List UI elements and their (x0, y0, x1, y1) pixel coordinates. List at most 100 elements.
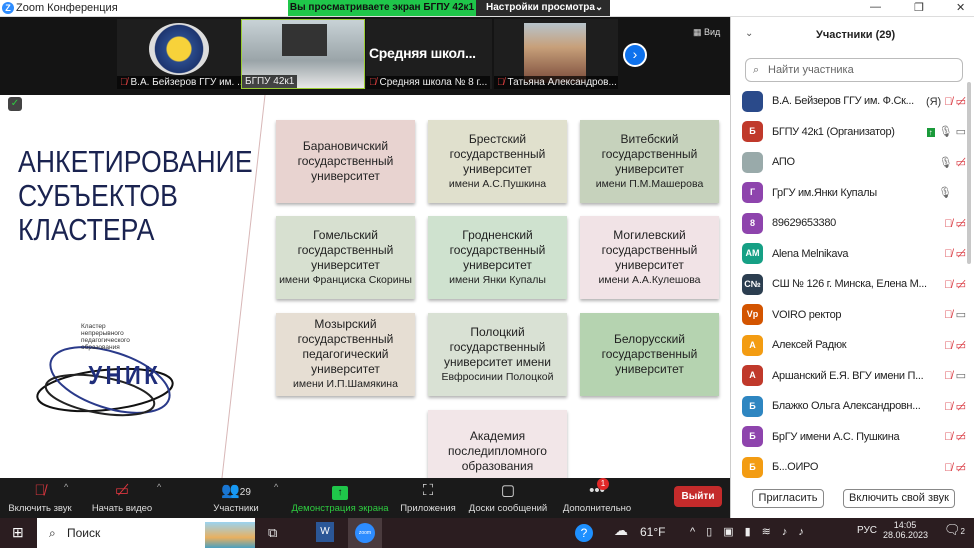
mic-muted-icon[interactable]: 🎙̸ (944, 461, 953, 474)
start-video-button[interactable]: ▭̸Начать видео (70, 478, 174, 518)
video-off-icon[interactable]: ▭̸ (952, 156, 966, 169)
close-icon[interactable]: ✕ (956, 2, 966, 14)
participant-name: ГрГУ им.Янки Купалы (772, 186, 877, 199)
card-subline: имени А.А.Кулешова (598, 273, 701, 286)
video-off-icon[interactable]: ▭̸ (952, 339, 966, 352)
card-line: Витебский (620, 131, 679, 146)
tray-icons[interactable]: ^▯▣▮≋♪♪ (690, 526, 815, 538)
video-off-icon[interactable]: ▭̸ (952, 278, 966, 291)
card-line: университет (615, 161, 684, 176)
card-line: Могилевский (613, 227, 686, 242)
participant-name: СШ № 126 г. Минска, Елена М... (772, 278, 927, 290)
mic-muted-icon[interactable]: 🎙̸ (944, 400, 953, 413)
grid-icon: ▦ (693, 27, 702, 37)
mic-muted-icon[interactable]: 🎙̸ (944, 95, 953, 108)
mic-muted-icon[interactable]: 🎙̸ (944, 248, 953, 260)
windows-start-icon[interactable]: ⊞ (12, 524, 24, 540)
mic-muted-icon[interactable]: 🎙̸ (944, 339, 953, 352)
collapse-chevron-icon[interactable]: ⌄ (745, 28, 754, 39)
video-off-icon: ▭̸ (114, 482, 130, 499)
weather-cloud-icon: ☁ (614, 522, 628, 538)
participants-label: Участники (213, 503, 259, 514)
mic-icon[interactable]: 🎙 (938, 156, 953, 169)
word-app-icon[interactable]: W (316, 522, 334, 542)
share-screen-button[interactable]: ↑Демонстрация экрана (288, 478, 392, 518)
video-tile[interactable]: 🎙̸Татьяна Александров... (494, 19, 618, 89)
self-tag: (Я) (925, 95, 942, 108)
help-icon[interactable]: ? (575, 524, 593, 542)
notifications-icon[interactable]: 🗨2 (944, 522, 965, 537)
card-line: университет (463, 161, 532, 176)
chevron-up-icon[interactable]: ^ (274, 482, 279, 492)
minimize-icon[interactable]: — (870, 1, 881, 13)
video-icon[interactable]: ▭ (952, 309, 966, 321)
apps-button[interactable]: ⛶Приложения (376, 478, 480, 518)
mic-muted-icon[interactable]: 🎙̸ (944, 278, 953, 291)
mic-icon[interactable]: 🎙 (938, 187, 952, 199)
card-line: университет (311, 257, 380, 272)
chevron-up-icon[interactable]: ^ (64, 482, 69, 492)
restore-icon[interactable]: ❐ (914, 2, 924, 14)
chevron-up-icon[interactable]: ^ (157, 482, 162, 492)
clock-date: 28.06.2023 (883, 530, 929, 540)
leave-button[interactable]: Выйти (674, 486, 722, 507)
video-off-icon[interactable]: ▭̸ (952, 217, 966, 230)
card-subline: имени А.С.Пушкина (448, 177, 547, 190)
video-icon[interactable]: ▭ (952, 126, 966, 138)
video-off-icon[interactable]: ▭̸ (952, 461, 966, 474)
next-page-button[interactable]: › (623, 43, 647, 67)
participant-status-icons: 🎙̸ ▭̸ (944, 400, 966, 413)
mic-muted-icon: 🎙̸ (34, 482, 46, 499)
avatar: Vp (742, 304, 763, 325)
card-line: государственный (449, 146, 546, 161)
participant-name: БрГУ имени А.С. Пушкина (772, 430, 900, 443)
whiteboards-button[interactable]: ▢Доски сообщений (456, 478, 560, 518)
invite-button[interactable]: Пригласить (752, 489, 824, 508)
video-off-icon[interactable]: ▭̸ (952, 431, 966, 443)
video-icon[interactable]: ▭ (952, 370, 966, 382)
participant-search-input[interactable]: ⌕Найти участника (745, 58, 963, 82)
view-settings-button[interactable]: Настройки просмотра⌄ (476, 0, 610, 16)
avatar (742, 151, 763, 173)
video-tile[interactable]: Средняя школ... 🎙̸Средняя школа № 8 г... (366, 19, 492, 89)
mic-muted-icon[interactable]: 🎙̸ (944, 370, 953, 382)
video-off-icon[interactable]: ▭̸ (952, 400, 966, 413)
participant-row[interactable]: В.А. Бейзеров ГГУ им. Ф.Ск...(Я) 🎙̸ ▭̸ (736, 86, 966, 116)
card-line: Гомельский (313, 227, 378, 242)
language-indicator[interactable]: РУС (857, 525, 878, 536)
mic-muted-icon[interactable]: 🎙̸ (944, 217, 953, 230)
participant-row[interactable]: АПО🎙 ▭̸ (736, 147, 966, 177)
unmute-button[interactable]: 🎙̸Включить звук (0, 478, 92, 518)
task-view-icon[interactable]: ⧉ (268, 525, 278, 540)
card-subline: имени Янки Купалы (449, 273, 546, 286)
taskbar-search[interactable]: ⌕Поиск (37, 518, 255, 548)
mic-muted-icon[interactable]: 🎙̸ (944, 431, 953, 443)
video-off-icon[interactable]: ▭̸ (952, 95, 966, 108)
video-tile[interactable]: 🎙̸В.А. Бейзеров ГГУ им. ... (117, 19, 241, 89)
mic-muted-icon[interactable]: 🎙̸ (944, 309, 953, 321)
view-button[interactable]: ▦ Вид (693, 27, 720, 38)
tile-name: БГПУ 42к1 (242, 75, 298, 88)
whiteboard-icon: ▢ (500, 482, 516, 499)
zoom-taskbar-button[interactable]: zoom (348, 518, 382, 548)
weather-temp[interactable]: 61°F (640, 525, 666, 539)
video-off-icon[interactable]: ▭̸ (952, 248, 966, 260)
unmute-self-button[interactable]: Включить свой звук (843, 489, 955, 508)
scrollbar[interactable] (967, 82, 971, 264)
mic-icon[interactable]: 🎙 (938, 126, 953, 138)
video-tile-active[interactable]: БГПУ 42к1 (241, 19, 365, 89)
